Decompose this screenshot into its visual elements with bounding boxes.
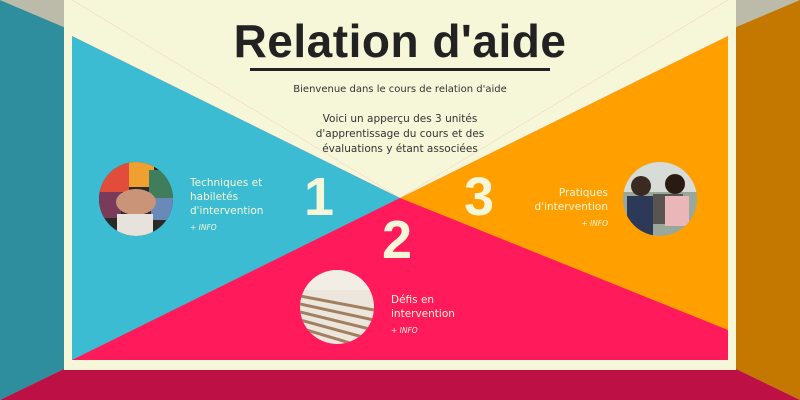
unit-2-card[interactable]: Défis en intervention + INFO [391,293,455,338]
unit-1-title-line-3: d'intervention [190,205,264,217]
unit-number-3: 3 [464,167,495,227]
welcome-text: Bienvenue dans le cours de relation d'ai… [293,84,507,95]
conversation-photo[interactable] [623,162,697,236]
unit-3-title-line-1: Pratiques [558,187,608,199]
unit-1-card[interactable]: Techniques et habiletés d'intervention +… [190,176,263,235]
unit-2-info-link[interactable]: + INFO [391,326,418,335]
unit-2-title-line-2: intervention [391,308,455,320]
unit-2-title-line-1: Défis en [391,294,435,306]
page-title: Relation d'aide [233,15,567,67]
intro-text: Voici un apperçu des 3 unités d'apprenti… [315,113,485,155]
unit-1-title-line-1: Techniques et [190,177,263,189]
unit-3-card[interactable]: Pratiques d'intervention + INFO [520,186,608,231]
hands-stacked-photo[interactable] [99,162,173,236]
staircase-photo[interactable] [300,270,374,344]
unit-1-title-line-2: habiletés [190,191,239,203]
unit-1-info-link[interactable]: + INFO [190,223,217,232]
title-underline [250,68,550,71]
unit-number-2: 2 [382,210,413,270]
unit-3-title-line-2: d'intervention [534,201,608,213]
unit-number-1: 1 [304,167,335,227]
unit-3-info-link[interactable]: + INFO [581,219,608,228]
